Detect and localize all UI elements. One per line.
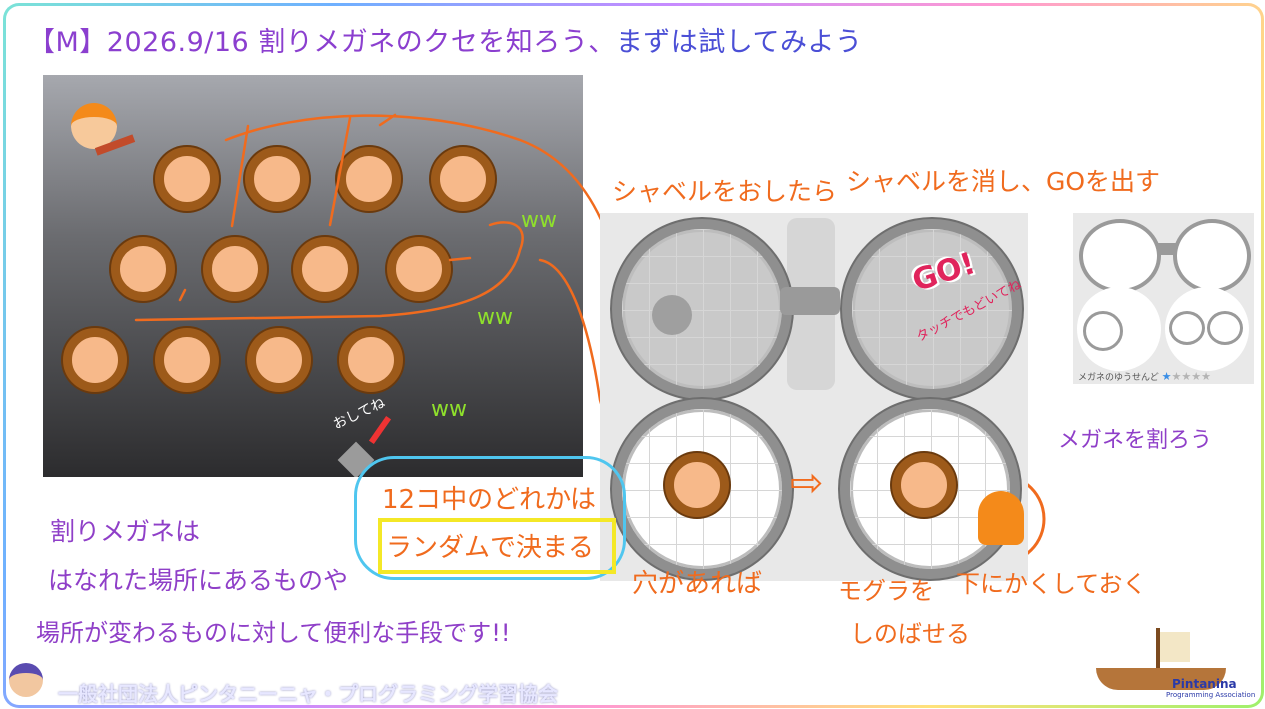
annotation-hide-shovel: シャベルを消し、GOを出す: [846, 167, 1161, 196]
random-callout: [354, 456, 626, 580]
rating-label: メガネのゆうせんど: [1078, 373, 1159, 383]
glasses-bridge: [780, 287, 840, 315]
glasses-panel: [600, 213, 1028, 581]
lens-go[interactable]: [842, 219, 1022, 399]
grass-icon: ww: [521, 208, 557, 233]
title-part2: まずは試してみよう: [615, 27, 863, 58]
small-glasses-icon: [1169, 311, 1205, 345]
ship-sail-icon: [1160, 632, 1190, 662]
hole[interactable]: [63, 328, 127, 392]
hole[interactable]: [155, 147, 219, 211]
note-line1: 割りメガネは: [50, 517, 201, 546]
priority-rating: メガネのゆうせんど ★★★★★: [1078, 370, 1211, 383]
arrow-right-icon: ⇨: [790, 460, 824, 506]
footer-avatar-icon: [9, 663, 43, 697]
annotation-hide-under: 下にかくしておく: [956, 570, 1147, 598]
star-icon[interactable]: ★: [1181, 370, 1192, 383]
grass-icon: ww: [477, 305, 513, 330]
hole[interactable]: [337, 147, 401, 211]
hole[interactable]: [293, 237, 357, 301]
random-highlight: [378, 518, 616, 574]
grass-icon: ww: [431, 397, 467, 422]
ship-hull-icon: [1096, 668, 1226, 690]
hole[interactable]: [111, 237, 175, 301]
footer-org-name: 一般社団法人ピンタニーニャ・プログラミング学習協会: [58, 682, 558, 706]
annotation-random2: ランダムで決まる: [386, 533, 595, 563]
shovel-handle-icon: [368, 415, 392, 445]
hole[interactable]: [247, 328, 311, 392]
annotation-random1: 12コ中のどれかは: [382, 485, 597, 515]
hole[interactable]: [387, 237, 451, 301]
slide-title: 【M】2026.9/16 割りメガネのクセを知ろう、まずは試してみよう: [28, 20, 863, 59]
shovel-lens-icon: [652, 295, 692, 335]
footer-logo: Pintanina: [1172, 677, 1237, 691]
big-glasses-left-icon: [1079, 219, 1161, 293]
star-icon[interactable]: ★: [1191, 370, 1202, 383]
annotation-hide-mole: モグラを: [838, 577, 934, 605]
annotation-hide-mole2: しのばせる: [850, 620, 970, 648]
lens-hole-icon: [892, 453, 956, 517]
hole[interactable]: [203, 237, 267, 301]
star-icon[interactable]: ★: [1161, 370, 1172, 383]
glasses-preview: [1073, 213, 1254, 384]
title-part1: 【M】2026.9/16 割りメガネのクセを知ろう、: [28, 27, 616, 58]
hole[interactable]: [339, 328, 403, 392]
note-line3: 場所が変わるものに対して便利な手段です!!: [36, 619, 511, 647]
note-line2: はなれた場所にあるものや: [48, 566, 349, 595]
ship-mast-icon: [1156, 628, 1160, 668]
footer-logo-sub: Programming Association: [1166, 691, 1256, 699]
annotation-split-glasses: メガネを割ろう: [1058, 428, 1213, 453]
big-glasses-right-icon: [1173, 219, 1251, 293]
hole[interactable]: [155, 328, 219, 392]
small-glasses-icon: [1207, 311, 1243, 345]
game-screen: ww ww ww おしてね: [43, 75, 583, 477]
hole[interactable]: [245, 147, 309, 211]
annotation-press-shovel: シャベルをおしたら: [612, 177, 838, 206]
mole-icon: [978, 491, 1024, 545]
annotation-if-hole: 穴があれば: [632, 569, 763, 599]
hole[interactable]: [431, 147, 495, 211]
big-glasses-bridge-icon: [1157, 243, 1177, 255]
star-icon[interactable]: ★: [1171, 370, 1182, 383]
small-lens-icon: [1083, 311, 1123, 351]
lens-shovel[interactable]: [612, 219, 792, 399]
lens-hole-icon: [665, 453, 729, 517]
ship-illustration: [1056, 628, 1252, 700]
star-icon[interactable]: ★: [1201, 370, 1211, 383]
mascot-icon: [71, 103, 117, 149]
